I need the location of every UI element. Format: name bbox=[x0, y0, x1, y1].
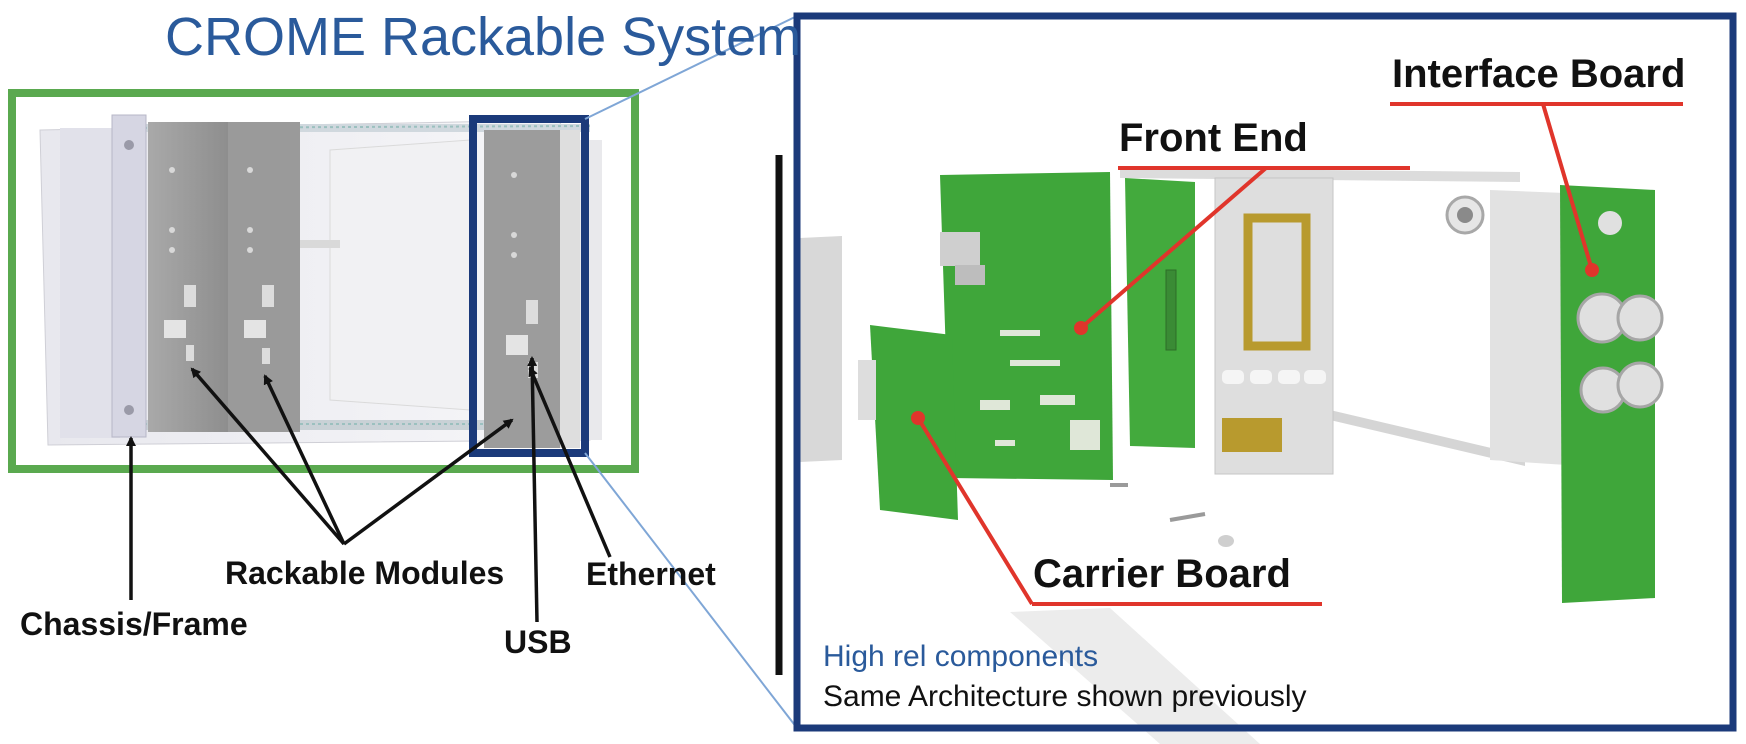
label-usb: USB bbox=[504, 624, 572, 660]
note-high-rel: High rel components bbox=[823, 640, 1099, 673]
module-highlight-outline bbox=[469, 115, 589, 457]
zoom-panel-frame bbox=[793, 12, 1737, 732]
zoom-line-bottom bbox=[584, 452, 798, 729]
exploded-render bbox=[800, 168, 1664, 744]
label-front-end: Front End bbox=[1119, 116, 1308, 160]
label-ethernet: Ethernet bbox=[586, 556, 716, 592]
note-same-architecture: Same Architecture shown previously bbox=[823, 680, 1307, 713]
rack-render bbox=[39, 114, 602, 448]
left-callout-arrows bbox=[126, 356, 612, 623]
callout-dots bbox=[911, 263, 1599, 425]
label-carrier-board: Carrier Board bbox=[1033, 552, 1291, 596]
chassis-outline bbox=[8, 89, 639, 473]
red-callouts bbox=[916, 102, 1683, 606]
page-title-text: CROME Rackable System bbox=[165, 7, 802, 67]
label-interface-board: Interface Board bbox=[1392, 52, 1686, 96]
zoom-line-top bbox=[584, 15, 798, 120]
label-chassis-frame: Chassis/Frame bbox=[20, 606, 248, 642]
page-title: CROME Rackable System bbox=[165, 6, 801, 68]
label-rackable-modules: Rackable Modules bbox=[225, 555, 505, 591]
